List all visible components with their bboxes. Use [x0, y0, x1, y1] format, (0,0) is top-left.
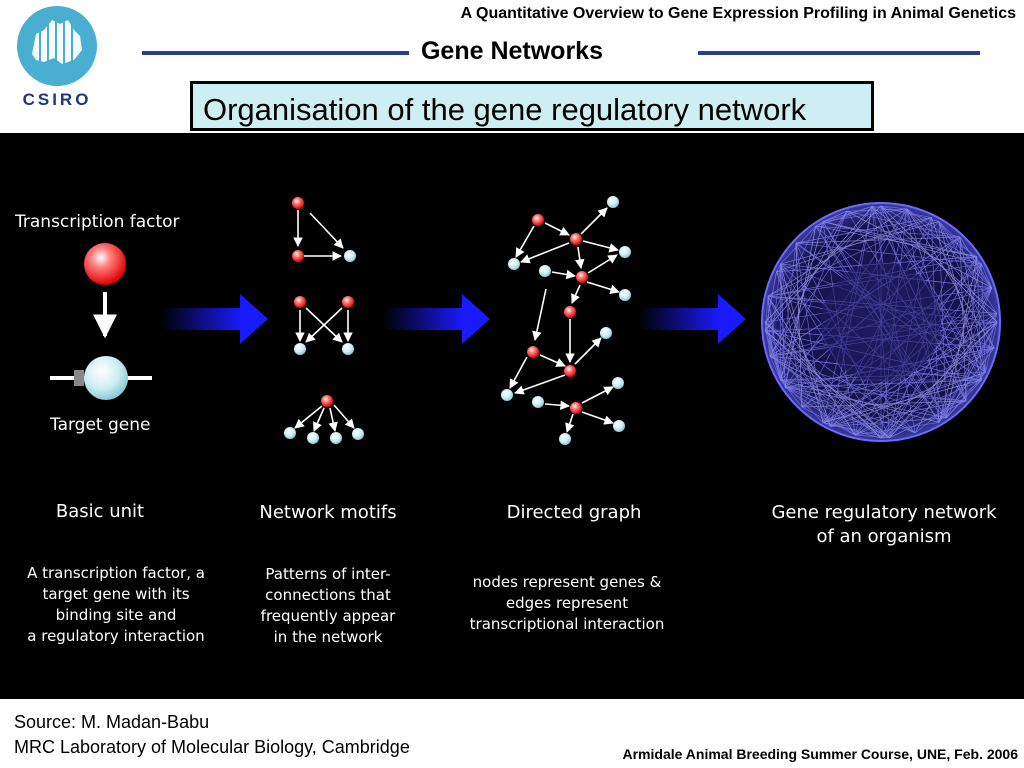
transcription-factor-label: Transcription factor — [15, 212, 180, 232]
target-gene-node — [84, 356, 128, 400]
source-author: Source: M. Madan-Babu — [14, 712, 210, 732]
flow-arrow-2 — [382, 294, 490, 344]
basic-unit-illustration — [50, 243, 152, 400]
flow-arrow-3 — [638, 294, 746, 344]
basic-unit-description: A transcription factor, a target gene wi… — [27, 564, 205, 645]
csiro-logo: CSIRO — [17, 6, 97, 109]
directed-graph-caption: Directed graph — [506, 502, 642, 523]
network-caption: Gene regulatory network of an organism — [771, 502, 997, 547]
directed-graph-nodes — [501, 196, 631, 445]
flow-arrow-1 — [160, 294, 268, 344]
basic-unit-caption: Basic unit — [55, 501, 145, 522]
gene-regulatory-network-illustration — [761, 202, 1001, 442]
transcription-factor-node — [84, 243, 126, 285]
network-motifs-description: Patterns of inter- connections that freq… — [260, 565, 396, 646]
section-title: Gene Networks — [0, 37, 1024, 66]
network-motifs-caption: Network motifs — [259, 502, 397, 523]
source-affiliation: MRC Laboratory of Molecular Biology, Cam… — [14, 737, 410, 757]
course-title: A Quantitative Overview to Gene Expressi… — [460, 5, 1016, 22]
slide-title: Organisation of the gene regulatory netw… — [203, 92, 807, 127]
header-rule-left — [142, 51, 456, 55]
header-rule-right — [698, 51, 980, 55]
section-title-text: Gene Networks — [408, 37, 615, 65]
slide-title-box: Organisation of the gene regulatory netw… — [190, 81, 874, 131]
motif-nodes — [284, 197, 364, 444]
logo-text: CSIRO — [23, 90, 92, 109]
binding-site — [74, 370, 84, 386]
footer-text: Armidale Animal Breeding Summer Course, … — [622, 746, 1019, 762]
directed-graph-illustration — [509, 207, 620, 433]
target-gene-label: Target gene — [50, 415, 151, 435]
network-motifs-illustration — [293, 210, 355, 432]
directed-graph-description: nodes represent genes & edges represent … — [469, 573, 665, 633]
